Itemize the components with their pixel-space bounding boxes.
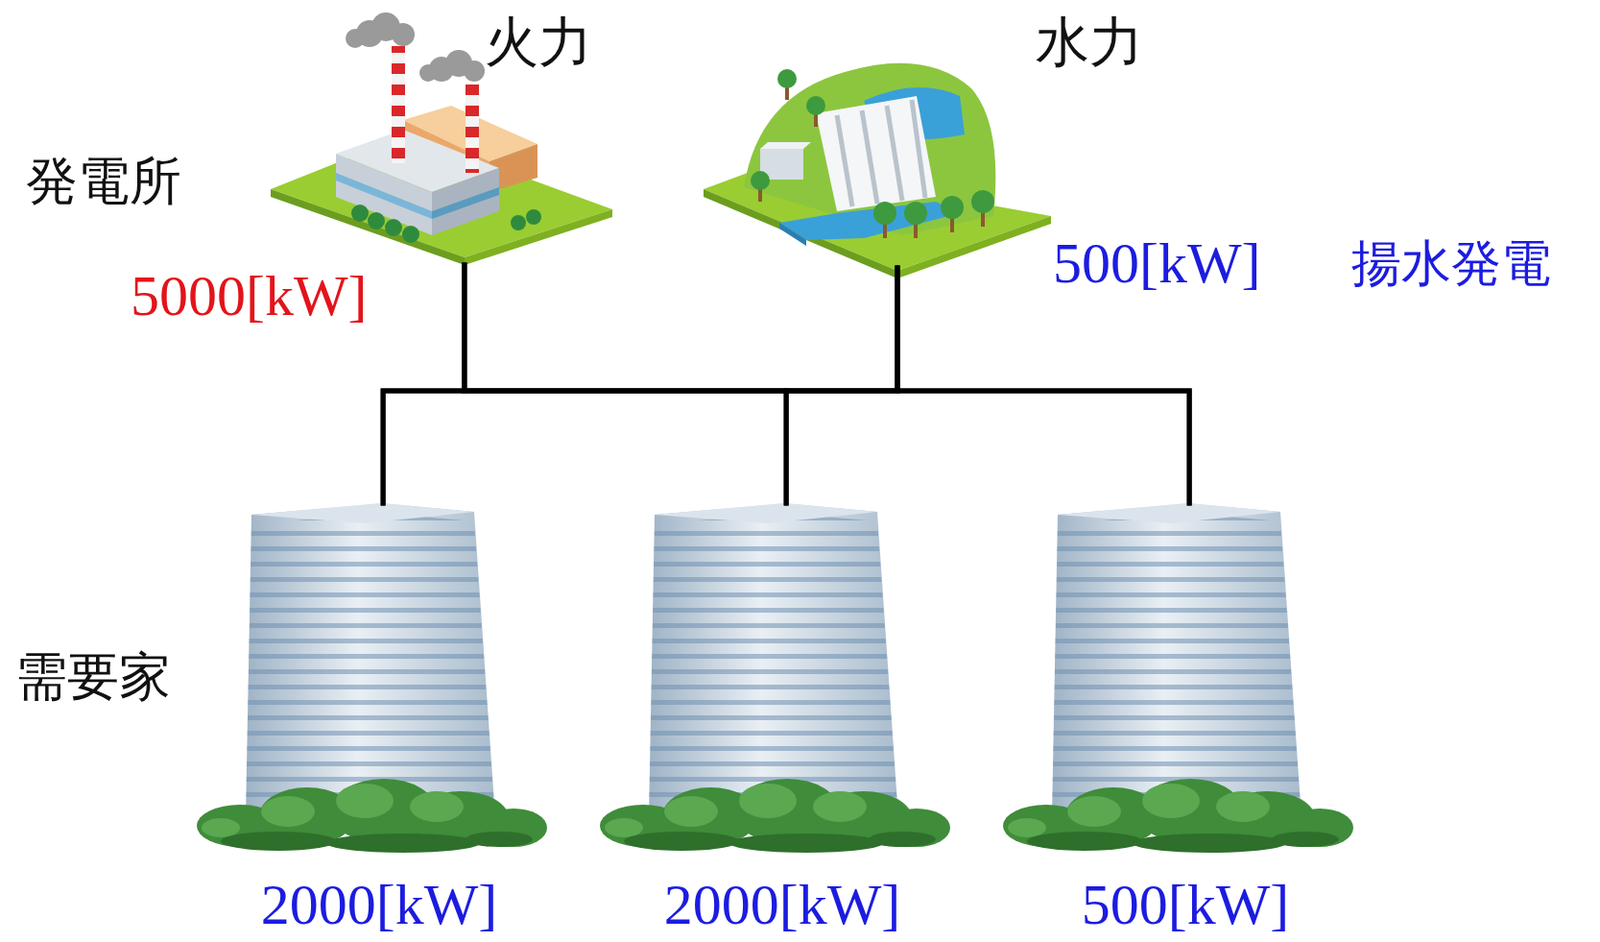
power-line	[897, 267, 1190, 503]
power-line	[464, 264, 787, 503]
hydro-plant-picture	[703, 63, 1051, 279]
building-picture	[599, 502, 951, 853]
demand-value: 500[kW]	[1081, 875, 1290, 933]
building-picture	[1002, 502, 1354, 853]
demand-value: 2000[kW]	[261, 875, 499, 933]
power-plant: 火力5000[kW]	[270, 14, 613, 265]
thermal-plant-picture	[270, 12, 613, 265]
consumer-building: 2000[kW]	[247, 502, 496, 820]
demand-value: 2000[kW]	[664, 875, 902, 933]
power-line	[464, 264, 1190, 503]
power-line	[382, 264, 465, 503]
plant-name: 火力	[484, 15, 593, 70]
consumer-building: 500[kW]	[1053, 502, 1302, 820]
power-line	[382, 267, 898, 503]
note-label: 揚水発電	[1351, 238, 1552, 288]
power-plant: 水力500[kW]	[703, 50, 1051, 268]
row-label: 発電所	[25, 155, 182, 208]
capacity-value: 5000[kW]	[130, 266, 368, 325]
row-label: 需要家	[15, 650, 171, 703]
consumer-building: 2000[kW]	[650, 502, 899, 820]
building-picture	[196, 502, 548, 853]
plant-name: 水力	[1035, 15, 1144, 70]
capacity-value: 500[kW]	[1052, 234, 1262, 292]
power-line	[786, 267, 898, 503]
